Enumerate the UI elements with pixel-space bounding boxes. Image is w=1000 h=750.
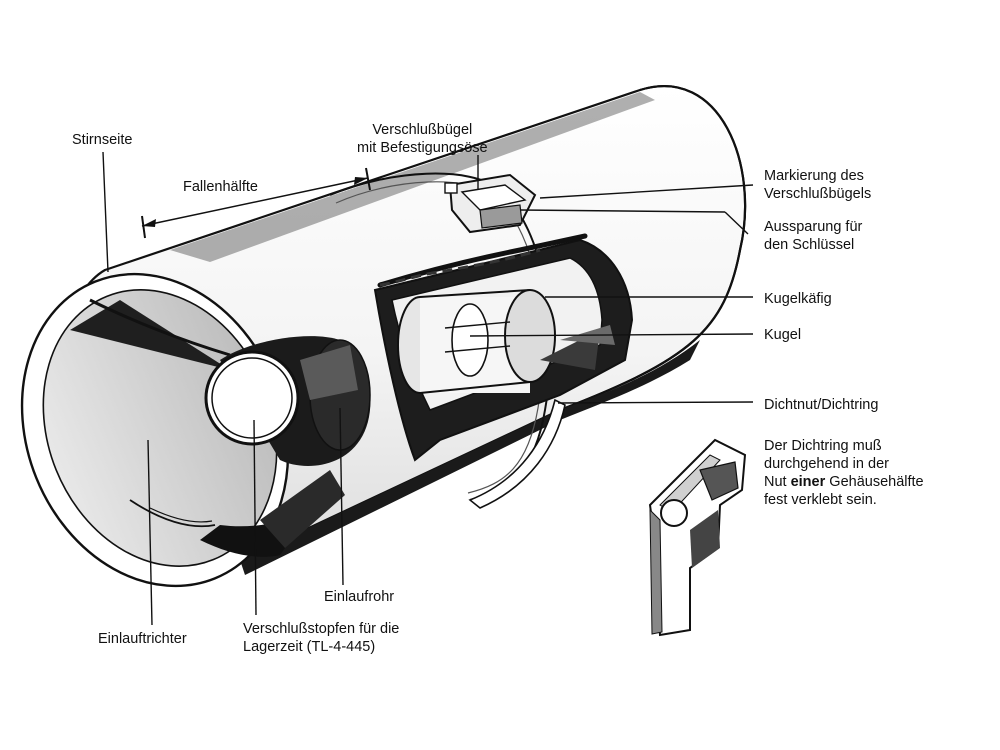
- leader-lines: [102, 151, 754, 626]
- seal-profile-detail: [648, 438, 747, 637]
- label-stirnseite: Stirnseite: [72, 132, 133, 148]
- inlet-pipe: [204, 336, 371, 466]
- label-aussparung: Aussparung für den Schlüssel: [764, 219, 863, 253]
- ball-cage: [397, 289, 556, 394]
- front-opening: [20, 272, 345, 588]
- lower-strap: [468, 398, 566, 509]
- clasp-illustration: [444, 173, 537, 234]
- cutaway-window: [373, 233, 634, 462]
- label-einlaufrohr: Einlaufrohr: [324, 589, 395, 605]
- fallenhaelfte-dimension: [141, 167, 371, 239]
- note-dichtring: Der Dichtring muß durchgehend in der Nut…: [764, 438, 924, 508]
- label-kugel: Kugel: [764, 327, 802, 343]
- label-verschlussstopfen: Verschlußstopfen für die Lagerzeit (TL-4…: [243, 621, 400, 655]
- label-markierung: Markierung des Verschlußbügels: [764, 168, 872, 202]
- label-kugelkaefig: Kugelkäfig: [764, 291, 832, 307]
- label-verschlussbuegel: Verschlußbügel mit Befestigungsöse: [357, 122, 488, 156]
- label-fallenhaelfte: Fallenhälfte: [183, 179, 258, 195]
- label-einlauftrichter: Einlauftrichter: [98, 631, 187, 647]
- label-dichtnut: Dichtnut/Dichtring: [764, 397, 879, 413]
